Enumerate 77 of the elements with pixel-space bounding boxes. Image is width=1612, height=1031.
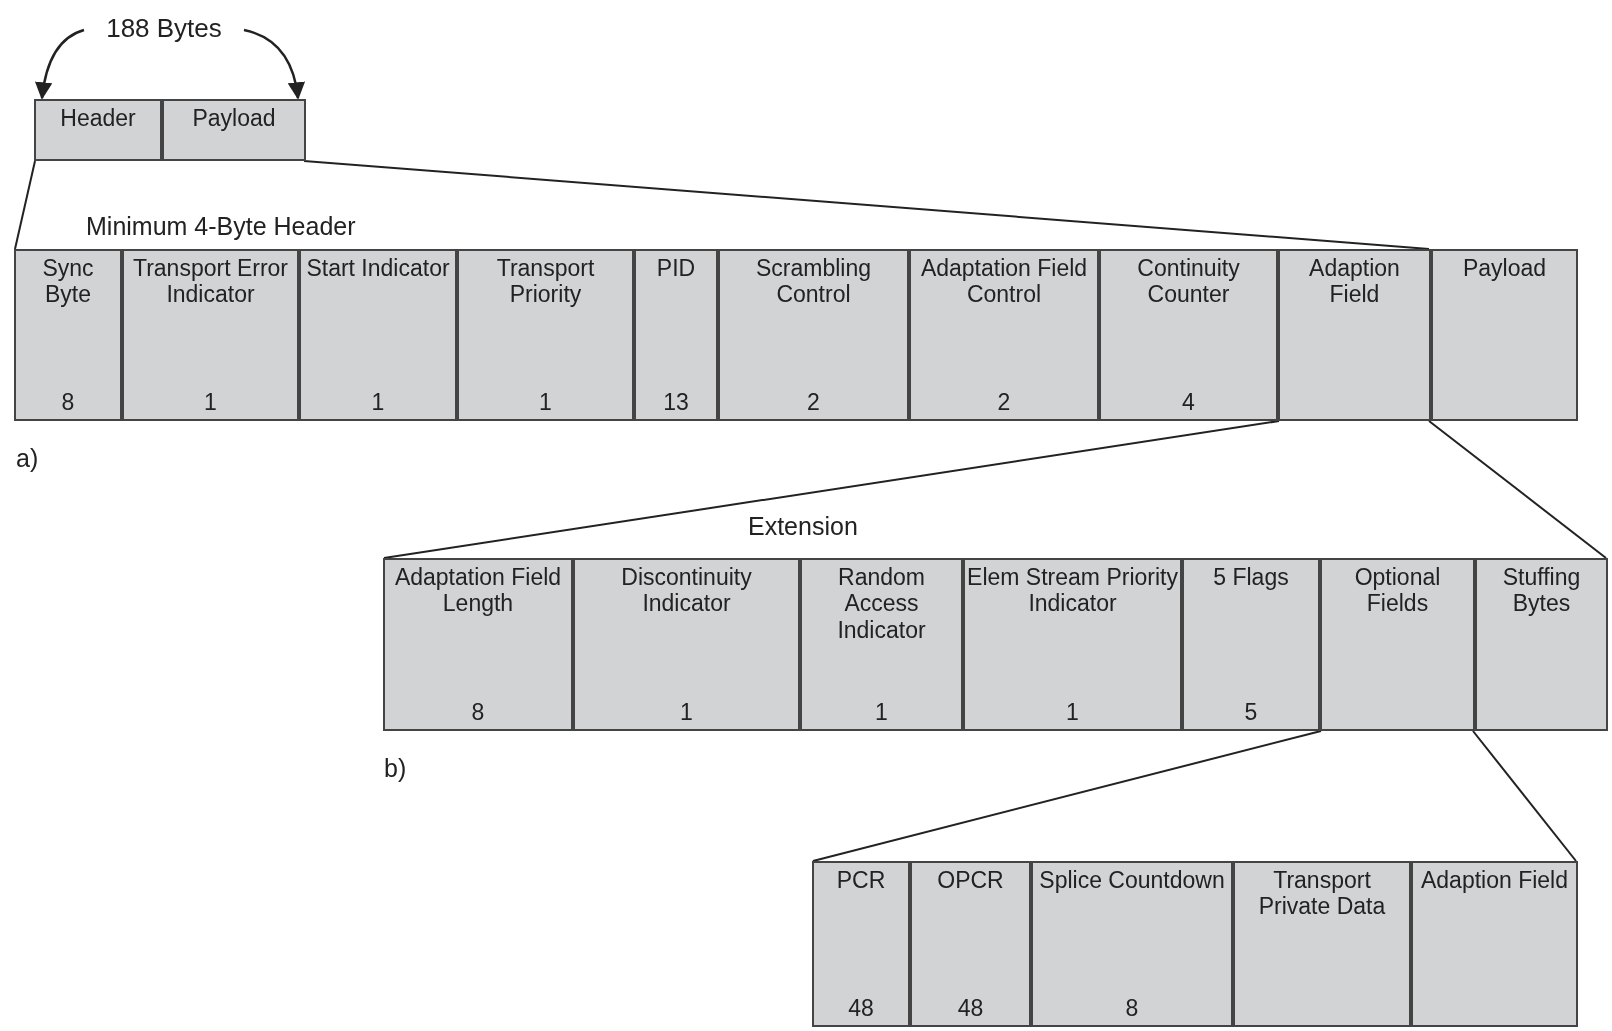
bit-count: 1 [371, 388, 385, 415]
bit-count: 13 [663, 388, 689, 415]
bit-count: 2 [807, 388, 820, 415]
field-name: Optional Fields [1353, 564, 1442, 617]
bit-count: 2 [997, 388, 1011, 415]
bit-count: 8 [1125, 994, 1139, 1021]
bit-count: 8 [61, 388, 75, 415]
field-name: Random Access Indicator [836, 564, 927, 644]
field-name: Sync Byte [41, 255, 95, 308]
field-cell [909, 249, 1099, 421]
field-name: PCR [836, 867, 886, 894]
panel-label: a) [16, 443, 39, 474]
field-cell [800, 558, 963, 731]
field-cell [122, 249, 299, 421]
field-name: Header [60, 105, 136, 132]
zoom-line [303, 160, 1430, 250]
field-cell [1031, 861, 1233, 1027]
field-name: 5 Flags [1213, 564, 1289, 591]
field-cell [162, 99, 306, 161]
bit-count: 8 [471, 698, 485, 725]
bit-count: 1 [1066, 698, 1079, 725]
bit-count: 4 [1182, 388, 1195, 415]
bit-count: 1 [204, 388, 217, 415]
field-name: Start Indicator [306, 255, 450, 282]
field-name: Adaption Field [1308, 255, 1401, 308]
field-cell [573, 558, 800, 731]
field-cell [718, 249, 909, 421]
field-name: Payload [192, 105, 276, 132]
field-name: PID [656, 255, 696, 282]
field-cell [634, 249, 718, 421]
field-cell [1411, 861, 1578, 1027]
zoom-line [812, 730, 1322, 862]
field-cell [1233, 861, 1411, 1027]
field-cell [299, 249, 457, 421]
field-name: Continuity Counter [1136, 255, 1241, 308]
zoom-line [383, 420, 1280, 559]
zoom-line [1472, 730, 1577, 862]
field-cell [1099, 249, 1278, 421]
field-name: Discontinuity Indicator [620, 564, 753, 617]
field-cell [383, 558, 573, 731]
field-name: Stuffing Bytes [1501, 564, 1582, 617]
field-name: Transport Error Indicator [131, 255, 290, 308]
section-label: Extension [748, 511, 858, 542]
bit-count: 5 [1244, 698, 1258, 725]
field-cell [14, 249, 122, 421]
field-cell [963, 558, 1182, 731]
field-cell [1320, 558, 1475, 731]
arrow [243, 28, 305, 100]
bit-count: 48 [957, 994, 984, 1021]
field-name: Adaption Field [1420, 867, 1568, 894]
field-name: Transport Private Data [1257, 867, 1387, 920]
field-name: Scrambling Control [754, 255, 872, 308]
bit-count: 1 [539, 388, 552, 415]
zoom-line [1428, 420, 1607, 559]
field-name: OPCR [937, 867, 1004, 894]
panel-label: b) [384, 753, 407, 784]
bit-count: 1 [680, 698, 693, 725]
field-cell [1278, 249, 1431, 421]
bit-count: 1 [875, 698, 888, 725]
field-cell [1182, 558, 1320, 731]
field-name: Adaptation Field Length [393, 564, 563, 617]
zoom-line [14, 160, 36, 250]
field-cell [812, 861, 910, 1027]
field-cell [1475, 558, 1608, 731]
section-label: Minimum 4-Byte Header [86, 211, 356, 242]
size-label: 188 Bytes [86, 8, 242, 48]
bit-count: 48 [848, 994, 874, 1021]
field-cell [910, 861, 1031, 1027]
field-name: Adaptation Field Control [919, 255, 1089, 308]
field-cell [1431, 249, 1578, 421]
field-cell [457, 249, 634, 421]
field-name: Elem Stream Priority Indicator [967, 564, 1178, 617]
field-name: Splice Countdown [1039, 867, 1225, 894]
field-name: Payload [1462, 255, 1547, 282]
arrow [35, 28, 85, 100]
field-name: Transport Priority [495, 255, 596, 308]
field-cell [34, 99, 162, 161]
